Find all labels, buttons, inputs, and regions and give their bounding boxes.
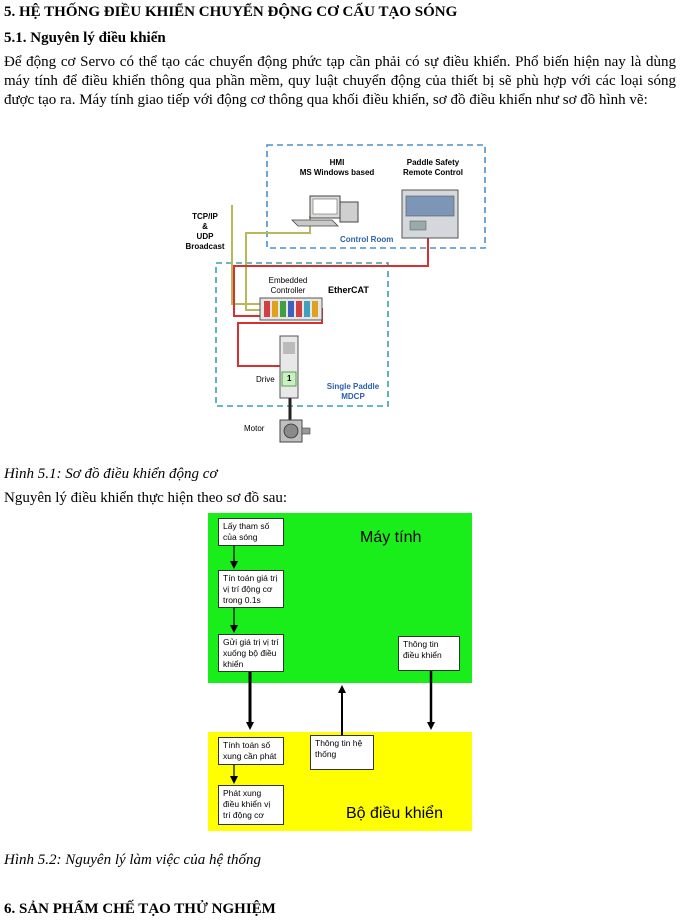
section-5-1-heading: 5.1. Nguyên lý điều khiển: [4, 30, 166, 46]
step-get-params: Lấy tham số của sóng: [218, 518, 284, 546]
hmi-label: HMI MS Windows based: [299, 158, 375, 177]
ethercat-label: EtherCAT: [328, 285, 369, 295]
embedded-controller-label: Embedded Controller: [268, 276, 308, 295]
step-send-position: Gửi giá trị vị trí xuống bộ điều khiển: [218, 634, 284, 672]
section-6-heading: 6. SẢN PHẨM CHẾ TẠO THỬ NGHIỆM: [4, 901, 276, 917]
remote-control-line: [233, 236, 429, 317]
controller-title: Bộ điều khiển: [346, 805, 443, 822]
control-room-box: [266, 144, 486, 249]
drive-label: Drive: [256, 375, 275, 384]
paddle-safety-label: Paddle Safety Remote Control: [403, 158, 463, 177]
pc-tower-icon: [339, 201, 359, 223]
step-system-info: Thông tin hệ thống: [310, 735, 374, 770]
control-room-label: Control Room: [340, 235, 394, 244]
section-5-heading: 5. HỆ THỐNG ĐIỀU KHIỂN CHUYỂN ĐỘNG CƠ CẤ…: [4, 4, 458, 20]
figure-5-1-caption: Hình 5.1: Sơ đồ điều khiển động cơ: [4, 466, 218, 482]
drive-number-label: 1: [287, 374, 292, 383]
figure-5-2-caption: Hình 5.2: Nguyên lý làm việc của hệ thốn…: [4, 852, 262, 868]
computer-title: Máy tính: [360, 529, 422, 546]
figure-control-diagram: HMI MS Windows based Paddle Safety Remot…: [180, 138, 500, 460]
step-compute-pulse: Tính toán số xung cần phát: [218, 737, 284, 765]
tcp-ip-label: TCP/IP & UDP Broadcast: [185, 212, 225, 251]
principle-arrows: [230, 546, 435, 784]
single-paddle-label: Single Paddle MDCP: [326, 382, 380, 401]
single-paddle-box: [215, 262, 389, 407]
intro-paragraph: Để động cơ Servo có thể tạo các chuyển đ…: [4, 54, 676, 108]
step-compute-position: Tín toán giá trị vị trí động cơ trong 0.…: [218, 570, 284, 608]
figure-working-principle: Máy tính Bộ điều khiển Lấy tham số của s…: [208, 513, 472, 831]
control-diagram-graphic: [215, 144, 486, 443]
principle-paragraph: Nguyên lý điều khiển thực hiện theo sơ đ…: [4, 490, 288, 506]
motor-label: Motor: [244, 424, 265, 433]
step-info-control: Thông tin điều khiển: [398, 636, 460, 671]
hmi-line: [245, 216, 311, 311]
tcp-ip-line: [231, 205, 260, 305]
keyboard-icon: [291, 219, 339, 227]
step-emit-pulse: Phát xung điều khiển vị trí động cơ: [218, 785, 284, 825]
